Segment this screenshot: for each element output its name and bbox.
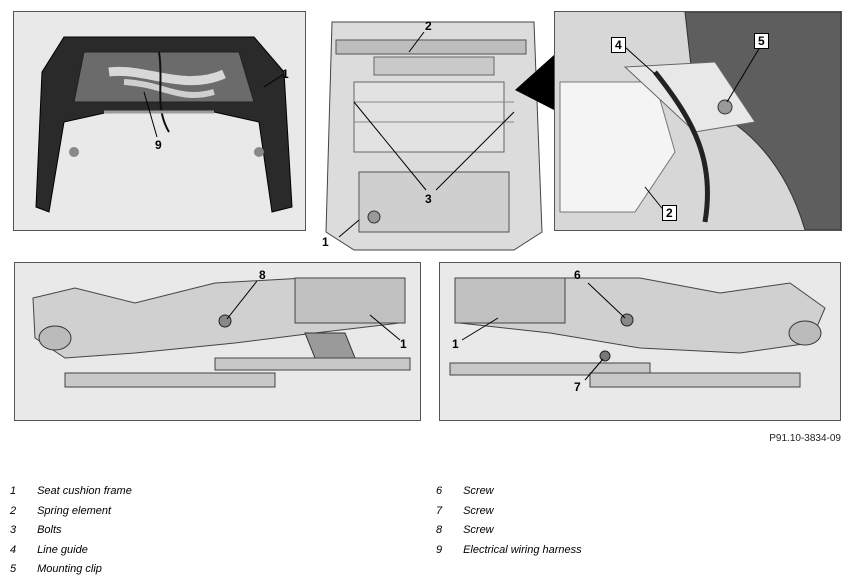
detail-illustration	[559, 12, 841, 230]
legend-item: 4 Line guide	[10, 541, 132, 561]
legend-number: 5	[10, 563, 17, 575]
callout-9: 9	[155, 138, 162, 152]
legend-label: Screw	[463, 524, 494, 536]
frame-top-illustration: 2 3 1	[322, 19, 543, 251]
legend-number: 9	[436, 543, 443, 556]
legend-label: Electrical wiring harness	[463, 543, 582, 556]
callout-1: 1	[452, 337, 459, 351]
callout-4: 4	[611, 37, 626, 53]
legend-number: 1	[10, 485, 17, 497]
legend-label: Screw	[463, 485, 494, 497]
panel-frame-rear-view: 1 9	[13, 11, 306, 231]
legend-label: Seat cushion frame	[37, 485, 132, 497]
callout-5: 5	[754, 33, 769, 49]
panel-frame-top-view: 2 3 1	[314, 12, 550, 260]
legend-label: Line guide	[37, 543, 88, 556]
callout-1: 1	[400, 337, 407, 351]
legend-label: Mounting clip	[37, 563, 102, 575]
legend-item: 7 Screw	[436, 502, 582, 522]
figure-reference: P91.10-3834-09	[769, 433, 841, 444]
callout-3: 3	[425, 192, 432, 206]
legend-label: Bolts	[37, 524, 62, 536]
side-view-right-illustration: 6 1 7	[449, 268, 826, 394]
callout-8: 8	[259, 268, 266, 282]
callout-6: 6	[574, 268, 581, 282]
panel-detail-view: 4 5 2	[554, 11, 842, 231]
side-view-left-illustration: 8 1	[32, 268, 411, 388]
callout-1: 1	[322, 235, 329, 249]
legend-number: 8	[436, 524, 443, 536]
legend-left: 1 Seat cushion frame 2 Spring element 3 …	[10, 482, 132, 580]
callout-2: 2	[662, 205, 677, 221]
panel-side-view-right: 6 1 7	[439, 262, 841, 421]
legend-item: 1 Seat cushion frame	[10, 482, 132, 502]
legend-number: 3	[10, 524, 17, 536]
panel-side-view-left: 8 1	[14, 262, 421, 421]
legend-right: 6 Screw 7 Screw 8 Screw 9 Electrical wir…	[436, 482, 582, 560]
legend-item: 2 Spring element	[10, 502, 132, 522]
legend-number: 2	[10, 504, 17, 517]
callout-1: 1	[282, 67, 289, 81]
frame-rear-illustration: 1 9	[35, 36, 293, 213]
legend-number: 4	[10, 543, 17, 556]
legend-item: 5 Mounting clip	[10, 560, 132, 580]
legend-label: Screw	[463, 504, 494, 517]
callout-7: 7	[574, 380, 581, 394]
legend-number: 6	[436, 485, 443, 497]
legend-item: 8 Screw	[436, 521, 582, 541]
legend-item: 6 Screw	[436, 482, 582, 502]
legend-item: 9 Electrical wiring harness	[436, 541, 582, 561]
legend-number: 7	[436, 504, 443, 517]
legend-item: 3 Bolts	[10, 521, 132, 541]
legend-label: Spring element	[37, 504, 112, 517]
callout-2: 2	[425, 19, 432, 33]
